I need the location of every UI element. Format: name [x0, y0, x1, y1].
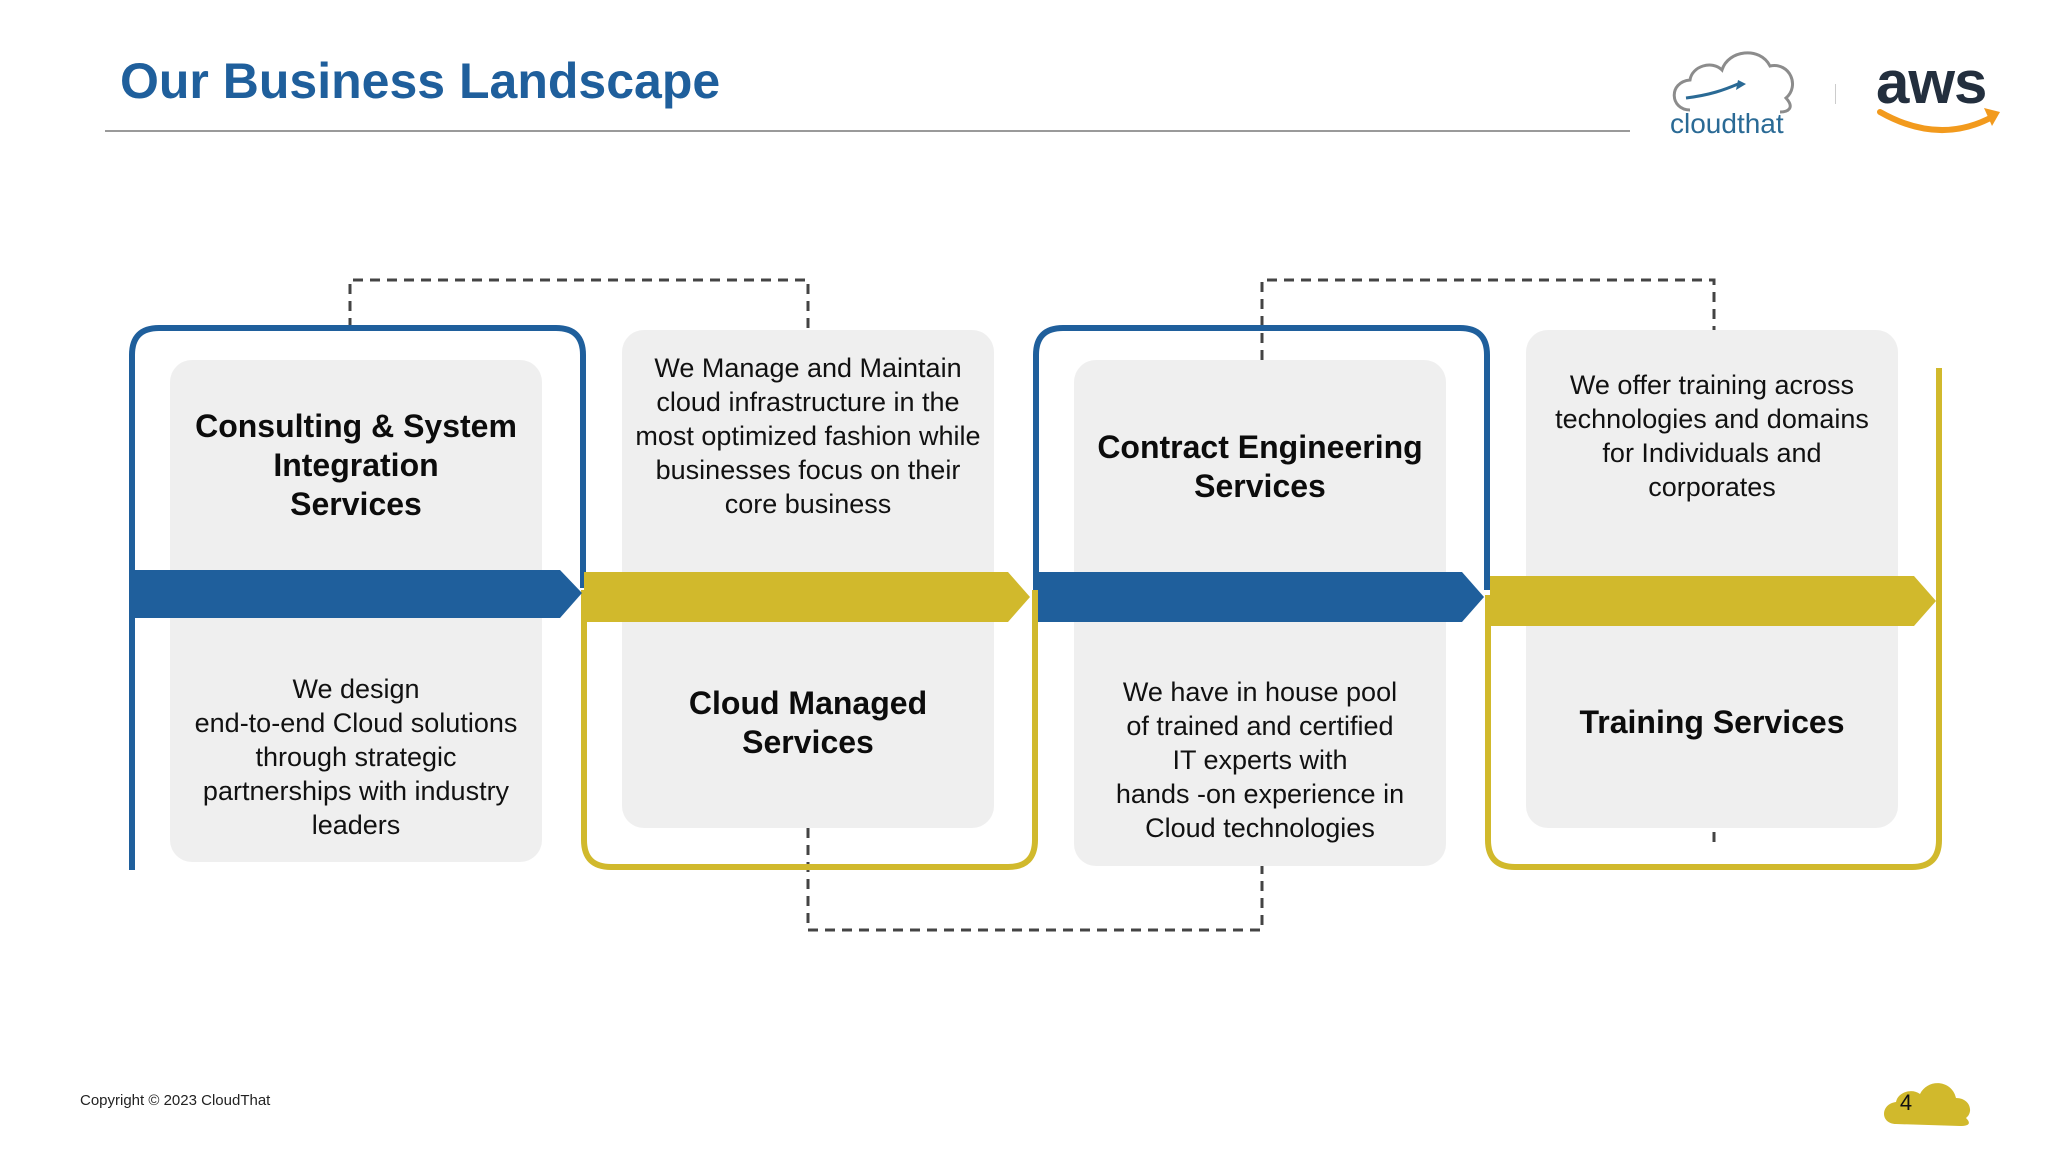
training-description: We offer training across technologies an…: [1555, 369, 1869, 502]
cloudthat-logo: cloudthat: [1670, 108, 1784, 139]
consulting-title: Consulting & System Integration Services: [195, 408, 517, 522]
card-contract: Contract Engineering Services We have in…: [1074, 360, 1446, 866]
logo-separator: [1835, 84, 1836, 104]
consulting-description: We design end-to-end Cloud solutions thr…: [194, 673, 518, 840]
page-title: Our Business Landscape: [120, 53, 721, 109]
managed-title: Cloud Managed Services: [688, 684, 928, 760]
card-consulting: Consulting & System Integration Services…: [170, 360, 542, 862]
contract-description: We have in house pool of trained and cer…: [1115, 676, 1405, 843]
card-managed: We Manage and Maintain cloud infrastruct…: [622, 330, 994, 828]
page-number: 4: [1899, 1090, 1913, 1115]
aws-logo: aws: [1876, 49, 1987, 116]
dashed-connector-top-left: [348, 278, 810, 328]
contract-title: Contract Engineering Services: [1097, 428, 1423, 504]
copyright-footer: Copyright © 2023 CloudThat: [80, 1092, 271, 1109]
managed-description: We Manage and Maintain cloud infrastruct…: [635, 352, 981, 519]
title-divider: [105, 130, 1630, 132]
card-training: We offer training across technologies an…: [1526, 330, 1898, 828]
training-title: Training Services: [1579, 704, 1845, 740]
